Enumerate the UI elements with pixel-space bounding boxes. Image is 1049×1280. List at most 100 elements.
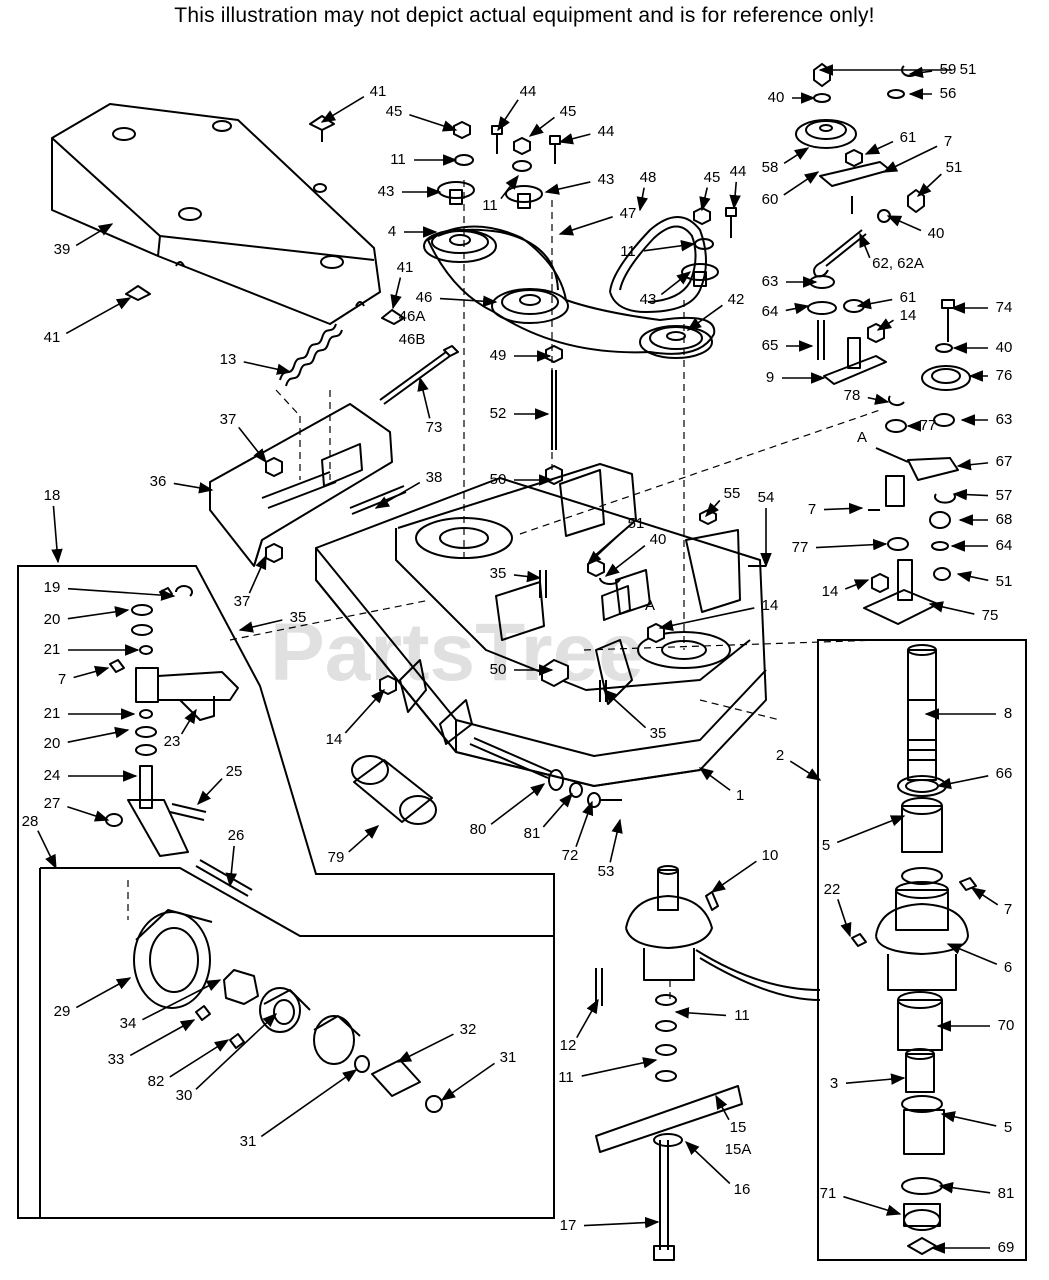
callout-leader-arrow xyxy=(845,1073,906,1085)
part-number-label: 14 xyxy=(762,597,779,614)
part-number-label: 9 xyxy=(766,369,774,386)
callout-leader-arrow xyxy=(836,815,906,844)
callout-leader-arrow xyxy=(636,187,649,212)
spring-bracket-group xyxy=(209,323,459,567)
part-number-label: 1 xyxy=(736,787,744,804)
disclaimer-text: This illustration may not depict actual … xyxy=(174,4,875,27)
part-number-label: 44 xyxy=(520,83,537,100)
callout-leader-arrow xyxy=(684,1141,731,1185)
callout-leader-arrow xyxy=(729,181,741,210)
part-number-label: 79 xyxy=(328,849,345,866)
callout-leader-arrow xyxy=(864,140,894,155)
callout-leader-arrow xyxy=(37,830,57,870)
part-number-label: 15 xyxy=(730,1119,747,1136)
callout-leader-arrow xyxy=(225,845,238,888)
part-number-label: 11 xyxy=(558,1069,574,1086)
part-number-label: 50 xyxy=(490,471,507,488)
part-number-label: 25 xyxy=(226,763,243,780)
part-number-label: 8 xyxy=(1004,705,1012,722)
part-number-label: 64 xyxy=(762,303,779,320)
part-number-label: 2 xyxy=(776,747,784,764)
part-number-label: 52 xyxy=(490,405,507,422)
belt-pulley-group xyxy=(423,120,737,486)
part-number-label: 41 xyxy=(397,259,414,276)
part-number-label: 57 xyxy=(996,487,1013,504)
part-number-label: 22 xyxy=(824,881,841,898)
part-number-label: 43 xyxy=(640,291,657,308)
idler-arm xyxy=(105,585,443,1113)
part-number-label: 64 xyxy=(996,537,1013,554)
part-number-label: 75 xyxy=(982,607,999,624)
part-number-label: 30 xyxy=(176,1087,193,1104)
callout-leader-arrow xyxy=(674,1007,727,1019)
part-number-label: 24 xyxy=(44,767,61,784)
callout-leader-arrow xyxy=(169,1039,230,1078)
part-number-label: 71 xyxy=(820,1185,837,1202)
part-number-label: 5 xyxy=(822,837,830,854)
part-number-label: 42 xyxy=(728,291,745,308)
part-number-label: 82 xyxy=(148,1073,165,1090)
part-number-label: 56 xyxy=(940,85,957,102)
part-number-label: 12 xyxy=(560,1037,577,1054)
part-number-label: 14 xyxy=(822,583,839,600)
callout-leader-arrow xyxy=(344,688,385,734)
callout-leader-arrow xyxy=(956,570,989,583)
part-number-label: 14 xyxy=(900,307,917,324)
part-number-label: 21 xyxy=(44,641,61,658)
part-number-label: 3 xyxy=(830,1075,838,1092)
wing-knob xyxy=(125,115,405,325)
part-number-label: A xyxy=(857,429,867,446)
callout-leader-arrow xyxy=(837,899,852,938)
part-number-label: 20 xyxy=(44,735,61,752)
callout-leader-arrow xyxy=(609,818,623,863)
part-number-label: 46A xyxy=(399,308,426,325)
part-number-label: 45 xyxy=(560,103,577,120)
callout-leader-arrow xyxy=(938,1182,991,1194)
part-number-label: 16 xyxy=(734,1181,751,1198)
callout-leader-arrow xyxy=(660,271,692,296)
part-number-label: 62, 62A xyxy=(872,255,924,272)
part-number-label: 68 xyxy=(996,511,1013,528)
part-number-label: 59 xyxy=(940,61,957,78)
callout-leader-arrow xyxy=(75,977,132,1009)
callout-leader-arrow xyxy=(823,502,864,515)
part-number-label: 78 xyxy=(844,387,861,404)
callout-leader-arrow xyxy=(698,767,731,791)
callout-leader-arrow xyxy=(348,825,380,853)
part-number-label: 15A xyxy=(725,1141,752,1158)
callout-leader-arrow xyxy=(583,1216,660,1229)
part-number-label: 39 xyxy=(54,241,71,258)
part-number-label: 21 xyxy=(44,705,61,722)
part-number-label: 13 xyxy=(220,351,237,368)
part-number-label: 10 xyxy=(762,847,779,864)
part-number-label: 51 xyxy=(628,515,645,532)
callout-leader-arrow xyxy=(715,1094,730,1121)
part-number-label: 81 xyxy=(998,1185,1015,1202)
callout-leader-arrow xyxy=(575,800,594,848)
part-number-label: 17 xyxy=(560,1217,577,1234)
part-number-label: 40 xyxy=(650,531,667,548)
part-number-label: 61 xyxy=(900,129,917,146)
callout-leader-arrow xyxy=(129,1019,196,1057)
callout-leader-arrow xyxy=(908,66,933,78)
part-number-label: 51 xyxy=(996,573,1013,590)
part-number-label: 46 xyxy=(416,289,433,306)
callout-leader-arrow xyxy=(528,116,555,137)
callout-leader-arrow xyxy=(320,96,365,123)
idler-arm-group xyxy=(587,62,971,625)
callout-leader-arrow xyxy=(658,607,755,631)
callout-leader-arrow xyxy=(142,979,222,1021)
callout-leader-arrow xyxy=(576,998,599,1039)
callout-leader-arrow xyxy=(956,458,989,471)
callout-leader-arrow xyxy=(867,393,890,405)
callout-leader-arrow xyxy=(686,304,723,331)
part-number-label: 67 xyxy=(996,453,1013,470)
part-number-label: 63 xyxy=(996,411,1013,428)
part-number-label: 66 xyxy=(996,765,1013,782)
idler-pulley-box xyxy=(40,867,554,937)
callout-leader-arrow xyxy=(248,554,267,594)
callout-leader-arrow xyxy=(843,1195,902,1216)
callout-leader-arrow xyxy=(542,792,573,828)
part-number-label: 36 xyxy=(150,473,167,490)
callout-leader-arrow xyxy=(844,579,870,591)
